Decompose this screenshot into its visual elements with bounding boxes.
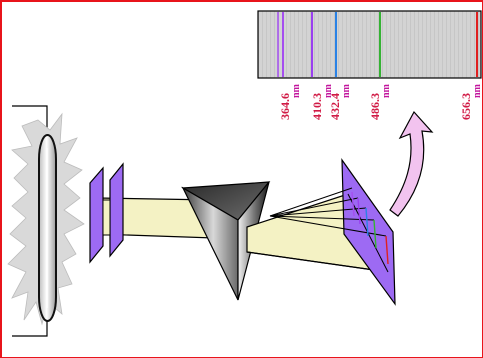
fan-rays — [269, 187, 389, 273]
wavelength-label-486.3: 486.3nm — [368, 83, 392, 120]
wavelength-unit: nm — [291, 83, 302, 98]
spectrum-lines — [277, 12, 478, 77]
screen-spectral-lines — [351, 191, 389, 265]
projection-screen-icon — [341, 158, 396, 306]
wavelength-value: 486.3 — [368, 93, 382, 120]
wavelength-unit: nm — [381, 83, 392, 98]
wavelength-value: 432.4 — [328, 93, 342, 120]
curved-arrow-icon — [389, 110, 434, 217]
wavelength-value: 364.6 — [278, 93, 292, 120]
wavelength-unit: nm — [323, 83, 334, 98]
wavelength-unit: nm — [472, 83, 483, 98]
wavelength-unit: nm — [341, 83, 352, 98]
spectrum-panel — [257, 10, 482, 79]
wavelength-value: 656.3 — [459, 93, 473, 120]
wavelength-label-656.3: 656.3nm — [459, 83, 483, 120]
discharge-tube-icon — [38, 134, 57, 322]
wavelength-value: 410.3 — [310, 93, 324, 120]
slit-plate-icon — [89, 162, 124, 264]
wavelength-label-410.3: 410.3nm — [310, 83, 334, 120]
wavelength-label-432.4: 432.4nm — [328, 83, 352, 120]
wavelength-label-364.6: 364.6nm — [278, 83, 302, 120]
